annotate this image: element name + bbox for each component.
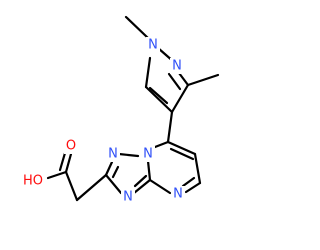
bond-n3t-c3a-double: [133, 174, 148, 188]
bond-n3t-c3a: [132, 178, 152, 195]
bond-c-o-double-2: [58, 151, 67, 172]
bond-methyl-n1: [124, 15, 150, 40]
bond-n1t-c2t: [104, 160, 114, 177]
bond-c7-c6-double: [169, 147, 195, 161]
atom-hydroxyl: HO: [23, 174, 43, 189]
bond-c4-c5-double: [148, 86, 169, 105]
bond-c3-methyl: [186, 73, 220, 87]
bond-pyrazole-pyrimidine: [166, 110, 174, 144]
bond-c2t-n3t: [104, 173, 123, 195]
bond-n4-c3a: [148, 178, 172, 195]
bond-c5p-n4-double: [181, 176, 196, 188]
atom-n-bridge: N: [143, 147, 153, 162]
bond-n8-c7: [153, 140, 170, 149]
bonds: [46, 15, 220, 202]
bond-n1t-c2t-double: [111, 165, 120, 179]
bond-c-o-double-1: [64, 152, 73, 174]
bond-c4-c5: [144, 85, 174, 114]
bond-c5-n1: [144, 56, 152, 89]
bond-c-oh: [46, 170, 68, 180]
atom-n-pyrimidine: N: [173, 187, 183, 202]
bond-n8-n1t: [117, 152, 140, 158]
structure-diagram: N N N N N N O HO: [20, 15, 220, 205]
bond-c6-c5p: [193, 152, 202, 185]
atom-n-pyrazole-1: N: [148, 38, 158, 53]
bond-c3-c4: [170, 83, 190, 114]
bond-n2-c3-double: [167, 72, 182, 91]
bond-c2t-ch2: [75, 173, 108, 202]
bond-c5p-n4: [184, 181, 202, 194]
atom-o-carbonyl: O: [66, 139, 76, 154]
bond-c3a-n8: [146, 159, 152, 182]
atom-labels: N N N N N N O HO: [20, 37, 185, 205]
molecule-canvas: N N N N N N O HO: [20, 15, 220, 205]
bond-c7-c6: [166, 140, 197, 156]
atom-n-triazole-2: N: [123, 190, 133, 205]
atom-n-triazole-1: N: [108, 147, 118, 162]
atom-n-pyrazole-2: N: [172, 59, 182, 74]
bond-ch2-cooh: [64, 170, 79, 202]
